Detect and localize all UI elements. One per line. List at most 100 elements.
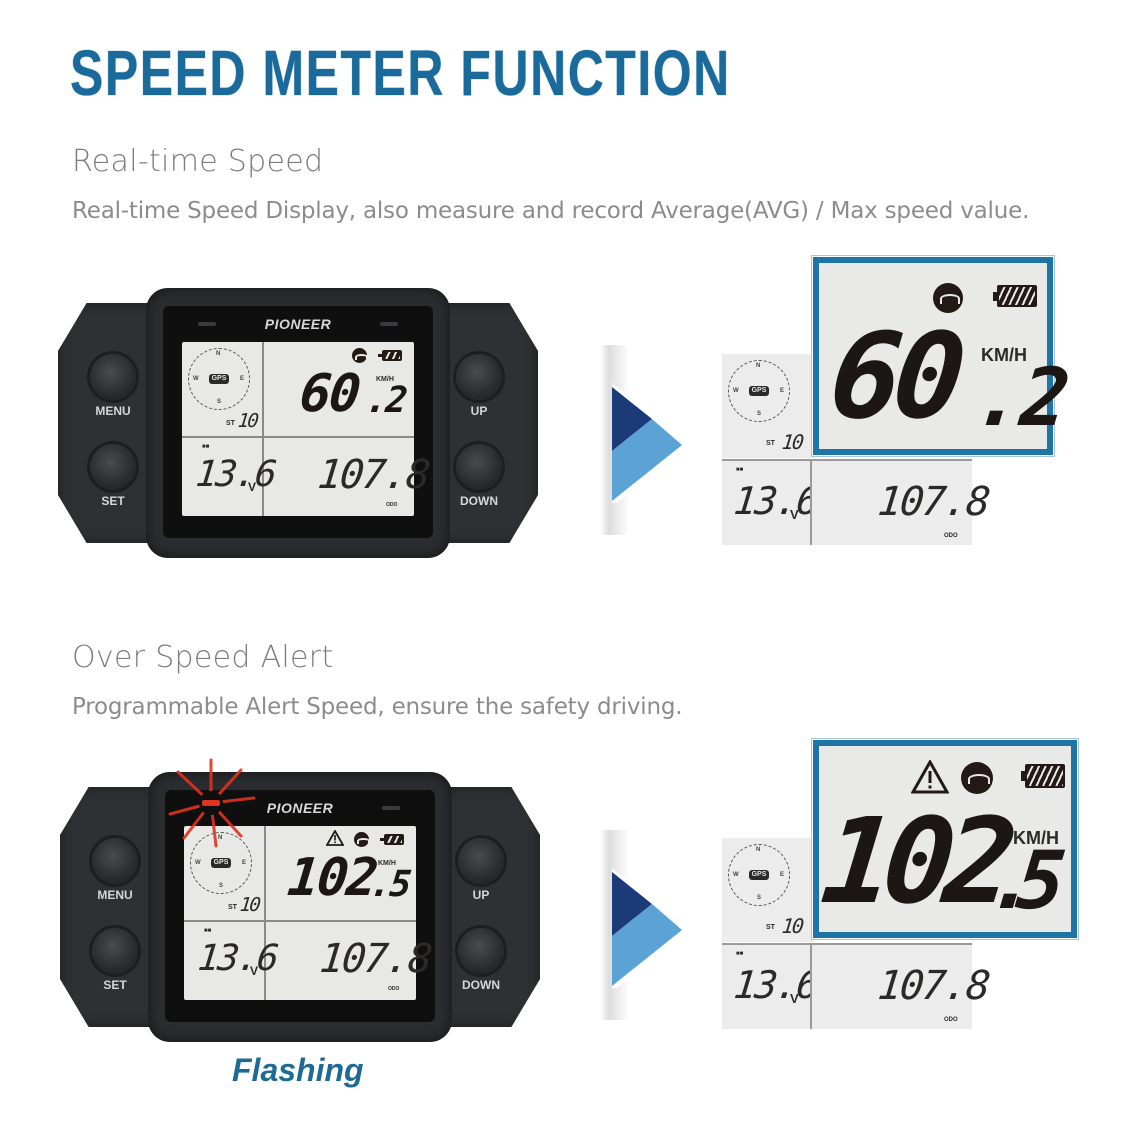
- zoomed-voltage-panel: ■■ 13.6 V: [722, 945, 820, 1029]
- gps-badge: GPS: [749, 386, 769, 396]
- menu-button-label: MENU: [97, 888, 133, 902]
- voltage-value: 13.6: [193, 454, 277, 495]
- voltage-unit: V: [248, 480, 257, 494]
- lcd-divider-vertical: [810, 945, 812, 1029]
- lcd-divider-vertical: [262, 342, 264, 516]
- battery-icon: [1021, 764, 1065, 788]
- compass-east: E: [780, 388, 785, 394]
- battery-icon: [378, 350, 402, 361]
- compass-north: N: [218, 835, 223, 841]
- odometer-value: 107.8: [317, 936, 433, 982]
- speed-unit: KM/H: [1013, 828, 1059, 848]
- warning-icon: [911, 760, 949, 794]
- down-button[interactable]: [456, 444, 502, 490]
- speed-value-decimal: .2: [363, 380, 408, 421]
- compass-north: N: [756, 363, 761, 369]
- voltage-unit: V: [250, 964, 259, 978]
- zoomed-speed-panel: 60 KM/H .2: [813, 257, 1072, 455]
- gps-compass: GPS N E S W: [728, 360, 790, 422]
- section-description-realtime-speed: Real-time Speed Display, also measure an…: [72, 198, 1030, 224]
- indicator-led-right: [382, 806, 400, 810]
- set-button[interactable]: [92, 928, 138, 974]
- down-button-label: DOWN: [460, 494, 498, 508]
- zoomed-speed-panel: 102 KM/H . 5: [813, 740, 1077, 938]
- compass-south: S: [219, 883, 224, 889]
- zoomed-compass-panel: GPS N E S W ST 10: [722, 838, 814, 942]
- set-button[interactable]: [90, 444, 136, 490]
- warning-icon: [326, 830, 344, 846]
- page-title: SPEED METER FUNCTION: [70, 37, 731, 109]
- satellite-count: 10: [780, 914, 804, 938]
- menu-button[interactable]: [90, 354, 136, 400]
- up-button-label: UP: [472, 888, 490, 902]
- odometer-label: ODO: [386, 502, 398, 508]
- lcd-divider-vertical: [810, 461, 812, 545]
- menu-button-label: MENU: [95, 404, 131, 418]
- compass-west: W: [733, 388, 739, 394]
- compass-north: N: [216, 351, 221, 357]
- flashing-caption: Flashing: [232, 1052, 364, 1088]
- car-icon: [354, 832, 370, 847]
- gps-badge: GPS: [749, 870, 769, 880]
- up-button-label: UP: [470, 404, 488, 418]
- section-description-over-speed-alert: Programmable Alert Speed, ensure the saf…: [72, 694, 683, 720]
- menu-button[interactable]: [92, 838, 138, 884]
- odometer-value: 107.8: [875, 479, 991, 525]
- down-button-label: DOWN: [462, 978, 500, 992]
- satellite-count: 10: [236, 410, 259, 432]
- odometer-value: 107.8: [875, 963, 991, 1009]
- compass-south: S: [217, 399, 222, 405]
- speed-meter-device-alert: PIONEER MENU SET UP DOWN GPS N E S W ST …: [60, 758, 540, 1042]
- battery-small-icon: ■■: [202, 444, 210, 450]
- odometer-label: ODO: [944, 533, 958, 539]
- battery-icon: [993, 285, 1037, 307]
- odometer-value: 107.8: [315, 452, 431, 498]
- up-button[interactable]: [458, 838, 504, 884]
- car-icon: [961, 762, 993, 794]
- lcd-divider-horizontal: [182, 436, 414, 438]
- arrow-pointer: [600, 345, 690, 535]
- flash-burst-icon: [168, 758, 256, 848]
- satellite-count: 10: [780, 430, 804, 454]
- battery-small-icon: ■■: [736, 467, 744, 473]
- speed-value-decimal: .5: [367, 864, 412, 905]
- speed-value-decimal: .2: [970, 351, 1073, 444]
- brand-logo: PIONEER: [264, 316, 332, 332]
- car-icon: [352, 348, 368, 363]
- battery-small-icon: ■■: [204, 928, 212, 934]
- up-button[interactable]: [456, 354, 502, 400]
- satellite-label: ST: [226, 420, 235, 427]
- chevron-right-icon: [612, 868, 688, 988]
- lcd-screen: GPS N E S W ST 10 60 KM/H .2 ■■ 13.6 V 1…: [182, 342, 431, 516]
- gps-badge: GPS: [211, 858, 231, 868]
- zoomed-compass-panel: GPS N E S W ST 10: [722, 354, 814, 458]
- chevron-right-icon: [612, 383, 688, 503]
- voltage-value: 13.6: [731, 963, 820, 1007]
- section-heading-over-speed-alert: Over Speed Alert: [72, 640, 334, 675]
- zoomed-voltage-panel: ■■ 13.6 V: [722, 461, 820, 545]
- zoomed-odometer-panel: 107.8 ODO: [812, 945, 991, 1029]
- compass-east: E: [242, 860, 247, 866]
- compass-south: S: [757, 895, 762, 901]
- lcd-divider-horizontal: [184, 920, 416, 922]
- speed-unit: KM/H: [981, 345, 1027, 365]
- odometer-label: ODO: [944, 1017, 958, 1023]
- voltage-unit: V: [790, 991, 799, 1006]
- voltage-unit: V: [790, 507, 799, 522]
- battery-icon: [380, 834, 404, 845]
- speed-value-main: 102: [815, 792, 1014, 930]
- speed-value-main: 60: [296, 364, 362, 424]
- down-button[interactable]: [458, 928, 504, 974]
- section-heading-realtime-speed: Real-time Speed: [72, 144, 324, 179]
- indicator-led-right: [380, 322, 398, 326]
- set-button-label: SET: [101, 494, 125, 508]
- compass-west: W: [195, 860, 201, 866]
- brand-logo: PIONEER: [266, 800, 334, 816]
- speed-unit: KM/H: [378, 860, 396, 867]
- odometer-label: ODO: [388, 986, 400, 992]
- voltage-value: 13.6: [195, 938, 279, 979]
- satellite-label: ST: [766, 924, 775, 931]
- speed-unit: KM/H: [376, 376, 394, 383]
- battery-small-icon: ■■: [736, 951, 744, 957]
- satellite-count: 10: [238, 894, 261, 916]
